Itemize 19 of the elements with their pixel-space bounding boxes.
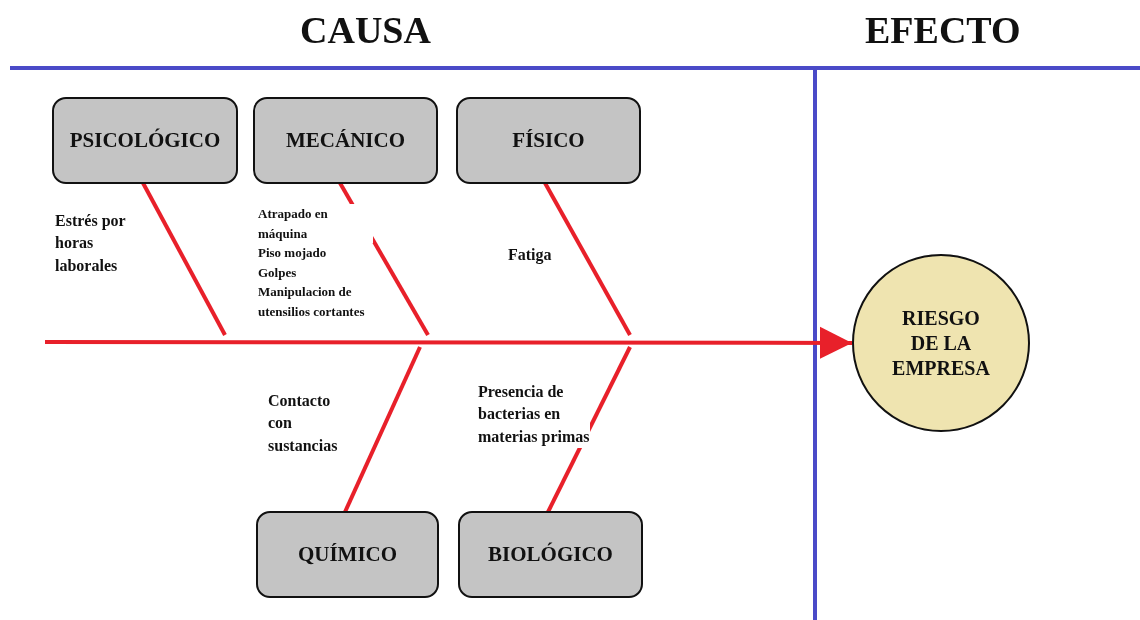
category-box [256, 511, 439, 598]
category-title: PSICOLÓGICO [69, 128, 221, 153]
category-box [52, 97, 238, 184]
spine-arrow [45, 326, 852, 359]
category-title: FÍSICO [512, 128, 585, 153]
bone-line [543, 182, 632, 336]
cause-text: Atrapado en máquina [258, 204, 373, 243]
bone-line [343, 346, 422, 513]
bone-line [141, 182, 227, 336]
category-title: QUÍMICO [297, 542, 398, 567]
category-title: BIOLÓGICO [488, 542, 613, 567]
section-heading: EFECTO [865, 8, 1021, 52]
category-box [253, 97, 438, 184]
category-box [456, 97, 641, 184]
effect-text: RIESGO DE LA EMPRESA [891, 305, 991, 381]
category-title: MECÁNICO [286, 128, 405, 153]
category-box [458, 511, 643, 598]
bone-line [546, 346, 632, 513]
section-heading: CAUSA [300, 8, 431, 52]
